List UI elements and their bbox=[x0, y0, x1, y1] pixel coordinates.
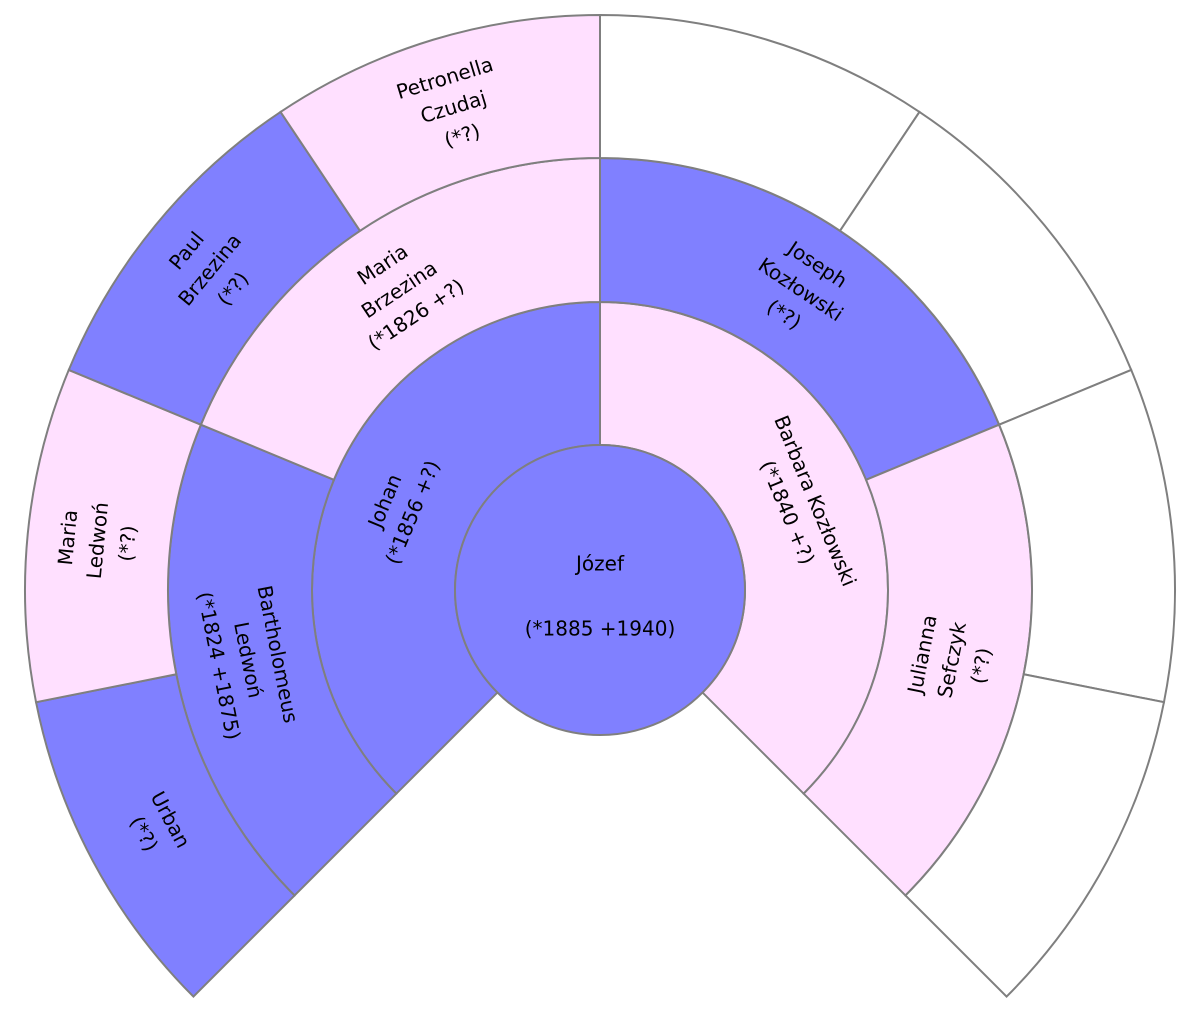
fan-segments bbox=[24, 13, 1176, 999]
ancestor-segment[interactable] bbox=[904, 673, 1166, 999]
root-person-dates: (*1885 +1940) bbox=[525, 617, 676, 641]
root-person-name: Józef bbox=[574, 552, 625, 576]
ancestor-label-line: Maria bbox=[53, 509, 82, 567]
root-person-circle[interactable] bbox=[454, 444, 746, 736]
ancestor-label-line: (*?) bbox=[114, 524, 141, 562]
root-person[interactable]: Józef (*1885 +1940) bbox=[454, 444, 746, 736]
